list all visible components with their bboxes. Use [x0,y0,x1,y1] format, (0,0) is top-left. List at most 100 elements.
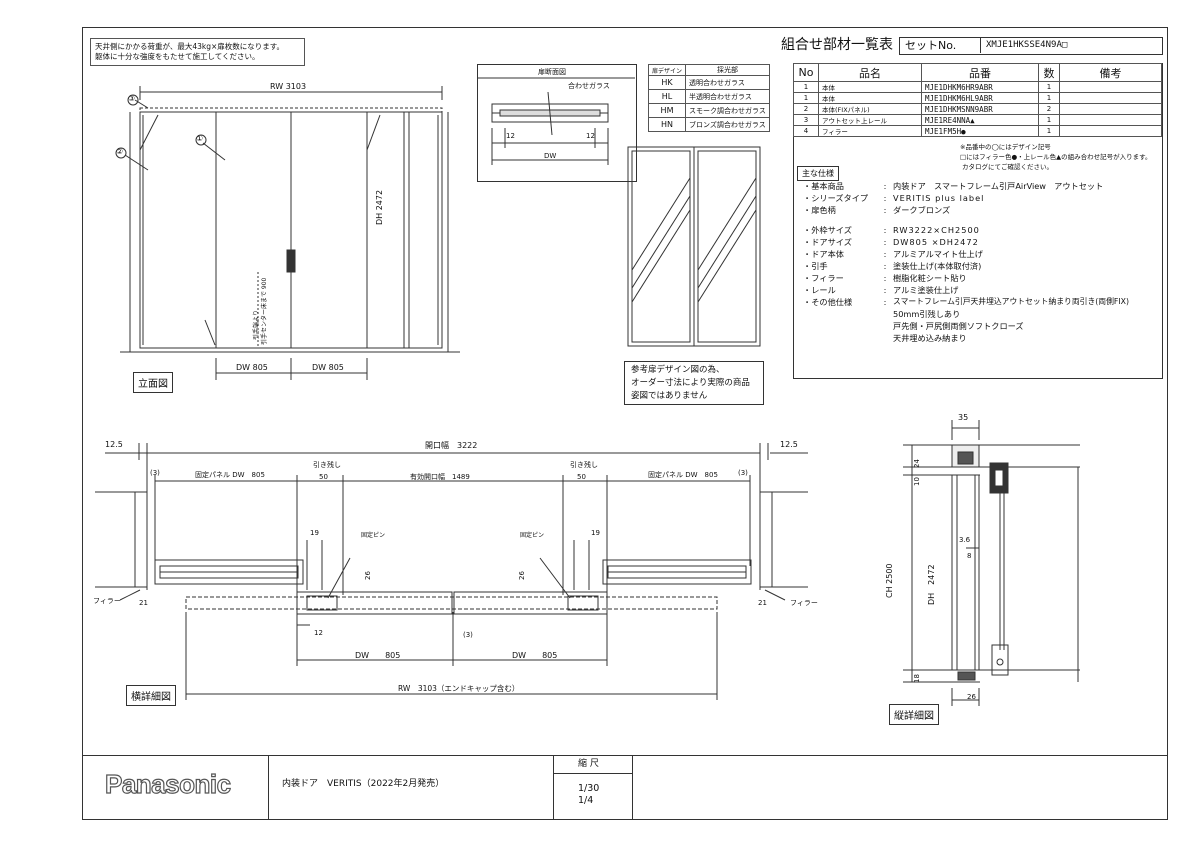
elev-marker-1: ① [196,134,204,143]
spec-value: アルミ塗装仕上げ [893,285,959,295]
spec-row: 天井埋め込み納まり [803,332,1129,344]
parts-row: 3 アウトセット上レール MJE1RE4NNA▲ 1 [793,114,1162,126]
spec-key: ・外枠サイズ [803,225,852,235]
spec-colon: : [883,297,887,307]
plan-caption: 横詳細図 [126,685,176,706]
vs-24: 24 [912,459,921,468]
vs-18: 18 [912,674,921,683]
set-no-value: XMJE1HKSSE4N9A□ [986,40,1068,50]
plan-rw: RW 3103（エンドキャップ含む） [398,684,520,693]
spec-key: ・引手 [803,261,828,271]
product-name: 内装ドア VERITIS（2022年2月発売） [282,779,445,789]
plan-21-left: 21 [139,599,148,607]
plan-m3-center: (3) [463,631,473,639]
plan-opening: 開口幅 3222 [425,441,478,450]
section-glass-label: 合わせガラス [568,82,610,90]
elev-rw-dim: RW 3103 [270,82,307,91]
parts-footnote-3: カタログにてご確認ください。 [962,163,1053,171]
section-12-left: 12 [506,132,515,140]
plan-dw-right: DW 805 [512,651,558,660]
plan-fix-left: 固定パネル DW 805 [195,471,265,479]
spec-row: ・外枠サイズ:RW3222×CH2500 [803,224,1129,236]
spec-row: ・ドアサイズ:DW805 ×DH2472 [803,236,1129,248]
elev-marker-2: ② [116,147,124,156]
drawing-frame [82,27,1168,820]
elev-dw-right: DW 805 [312,363,344,372]
spec-row: ・ドア本体:アルミアルマイト仕上げ [803,248,1129,260]
spec-colon: : [883,205,887,215]
spec-row: ・フィラー: 樹脂化粧シート貼り [803,272,1129,284]
spec-row: ・引手:塗装仕上げ(本体取付済) [803,260,1129,272]
reference-note: 参考扉デザイン図の為、 オーダー寸法により実際の商品 姿図ではありません [624,361,764,405]
spec-colon: : [883,237,887,247]
plan-m3-left: (3) [150,469,160,477]
plan-filler-left: フィラー [93,597,121,605]
set-no-divider [980,37,981,53]
plan-d12-5-left: 12.5 [105,440,123,449]
door-design-table: 扉デザイン 採光部 HK 透明合わせガラス HL 半透明合わせガラス HM スモ… [647,64,770,132]
specs-block-2: ・外枠サイズ:RW3222×CH2500 ・ドアサイズ:DW805 ×DH247… [803,224,1129,344]
plan-12: 12 [314,629,323,637]
reference-note-line3: 姿図ではありません [631,391,708,401]
spec-row: 戸先側・戸尻側両側ソフトクローズ [803,320,1129,332]
vs-10: 10 [912,477,921,486]
vs-8: 8 [967,552,972,560]
spec-colon: : [883,285,887,295]
spec-extra: 戸先側・戸尻側両側ソフトクローズ [893,321,1024,331]
parts-row: 1 本体 MJE1DHKM6HR9ABR 1 [793,81,1162,93]
spec-colon: : [883,273,887,283]
spec-key: ・フィラー [803,273,844,283]
plan-19-left: 19 [310,529,319,537]
spec-key: ・扉色柄 [803,205,836,215]
brand-logo: Panasonic [104,769,231,799]
section-detail-box [477,64,637,182]
spec-key: ・レール [803,285,836,295]
spec-value: 樹脂化粧シート貼り [893,273,967,283]
spec-key: ・基本商品 [803,181,844,191]
scale-1: 1/30 [578,783,600,794]
spec-colon: : [883,181,887,191]
plan-21-right: 21 [758,599,767,607]
vertical-section-caption: 縦詳細図 [889,704,939,725]
plan-dw-left: DW 805 [355,651,401,660]
spec-colon: : [883,249,887,259]
plan-m3-right: (3) [738,469,748,477]
spec-value: 内装ドア スマートフレーム引戸AirView アウトセット [893,181,1104,191]
specs-title: 主な仕様 [797,166,839,181]
parts-table: No 品名 品番 数 備考 1 本体 MJE1DHKM6HR9ABR 1 1 本… [793,63,1162,137]
load-notice: 天井側にかかる荷重が、最大43kg×扉枚数になります。 躯体に十分な強度をもたせ… [90,38,305,67]
load-notice-line1: 天井側にかかる荷重が、最大43kg×扉枚数になります。 [95,42,285,51]
spec-row: ・レール: アルミ塗装仕上げ [803,284,1129,296]
plan-pin-right: 固定ピン [520,532,545,539]
plan-pull-left: 引き残し [313,461,341,469]
door-design-row: HL 半透明合わせガラス [647,89,770,104]
spec-colon: : [883,225,887,235]
reference-note-line1: 参考扉デザイン図の為、 [631,365,725,375]
vs-3-6: 3.6 [959,536,971,544]
plan-50-right: 50 [577,473,586,481]
spec-row: 50mm引残しあり [803,308,1129,320]
section-detail-title: 扉断面図 [538,68,566,76]
scale-2: 1/4 [578,795,594,806]
elev-dw-left: DW 805 [236,363,268,372]
title-divider-1 [268,755,269,820]
spec-value: スマートフレーム引戸天井埋込アウトセット納まり両引き(両側FIX) [893,297,1130,306]
spec-row: ・その他仕様:スマートフレーム引戸天井埋込アウトセット納まり両引き(両側FIX) [803,296,1129,308]
spec-row: ・基本商品: 内装ドア スマートフレーム引戸AirView アウトセット [803,180,1103,192]
door-design-row: HN ブロンズ調合わせガラス [647,117,770,132]
door-design-code: HN [647,117,687,132]
spec-value: ダークブロンズ [893,205,951,215]
plan-pull-right: 引き残し [570,461,598,469]
spec-value: 塗装仕上げ(本体取付済) [893,261,982,271]
plan-d12-5-right: 12.5 [780,440,798,449]
spec-extra: 50mm引残しあり [893,309,961,319]
plan-effective: 有効開口幅 1489 [410,473,470,481]
parts-footnote-1: ※品番中の◯にはデザイン記号 [960,143,1051,151]
vs-35: 35 [958,413,969,422]
section-12-right: 12 [586,132,595,140]
